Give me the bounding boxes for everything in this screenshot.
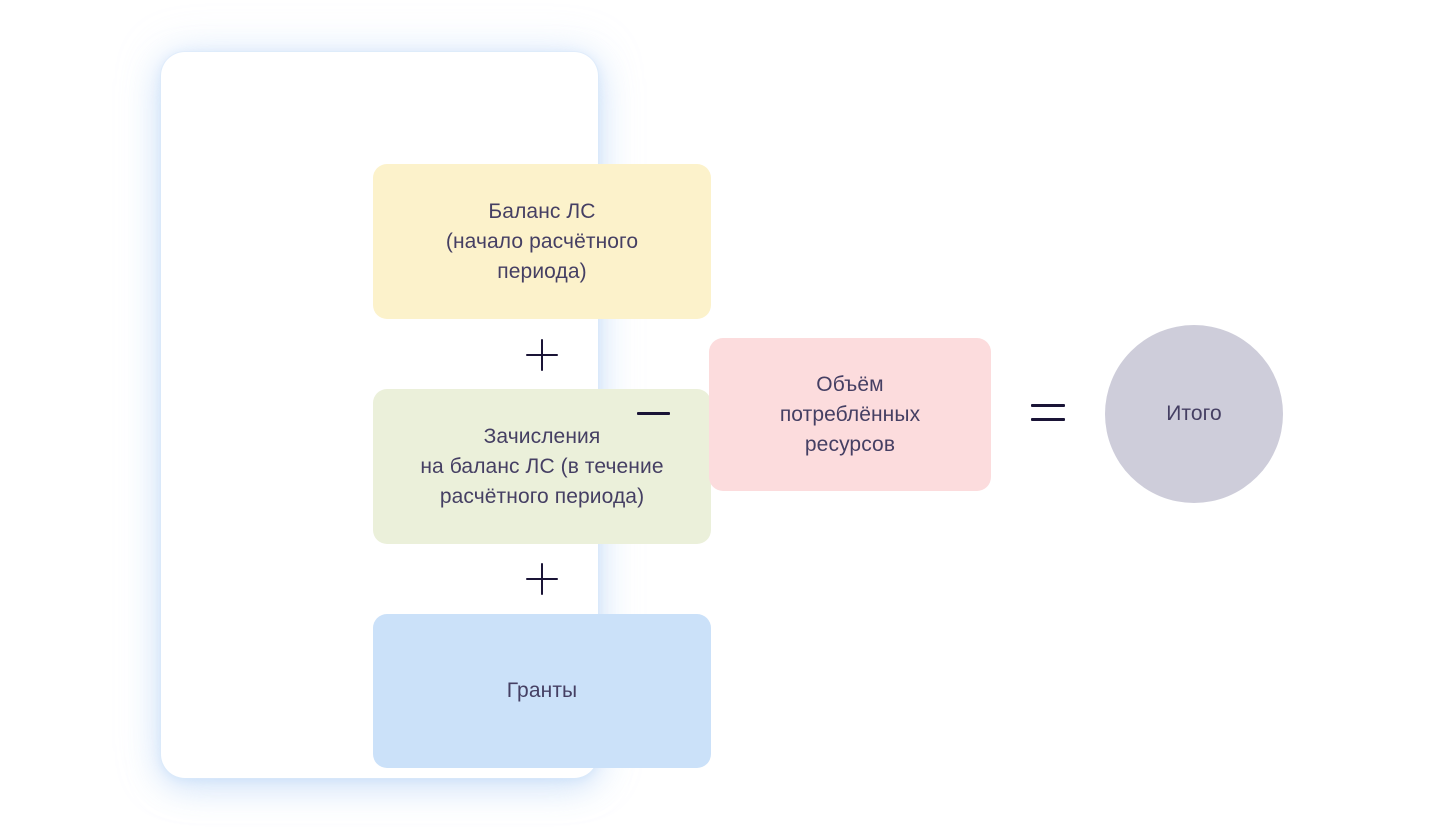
equals-icon-bottom-bar: [1031, 418, 1065, 421]
term-label-consumed-resources: Объём потреблённых ресурсов: [779, 372, 921, 456]
term-box-balance[interactable]: Баланс ЛС (начало расчётного периода): [373, 164, 711, 319]
equals-icon-top-bar: [1031, 404, 1065, 407]
term-box-grants[interactable]: Гранты: [373, 614, 711, 768]
term-box-consumed-resources[interactable]: Объём потреблённых ресурсов: [709, 338, 991, 491]
plus-icon-2: [526, 563, 558, 595]
result-label-total: Итого: [1166, 402, 1222, 425]
plus-icon-2-vertical-bar: [541, 563, 543, 595]
plus-icon-1-vertical-bar: [541, 339, 543, 371]
minus-icon-bar: [637, 412, 670, 415]
sum-group-card: Баланс ЛС (начало расчётного периода) За…: [161, 52, 711, 778]
equals-icon: [1031, 404, 1065, 424]
minus-icon: [637, 412, 670, 415]
term-label-credits: Зачисления на баланс ЛС (в течение расчё…: [420, 424, 664, 508]
result-circle-total[interactable]: Итого: [1105, 325, 1283, 503]
term-label-balance: Баланс ЛС (начало расчётного периода): [445, 199, 639, 283]
plus-icon-1: [526, 339, 558, 371]
term-label-grants: Гранты: [506, 679, 578, 702]
